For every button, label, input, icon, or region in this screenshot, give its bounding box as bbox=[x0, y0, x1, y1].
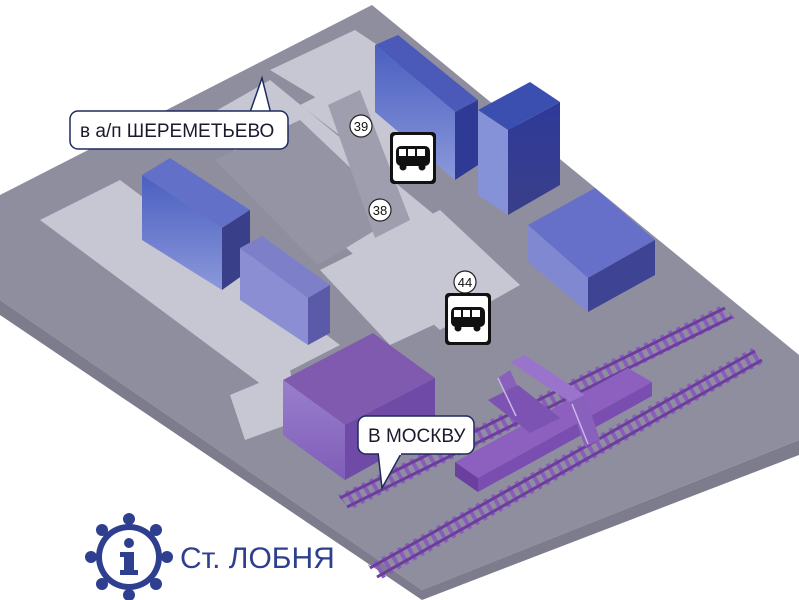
stop-marker-38: 38 bbox=[368, 198, 392, 222]
moscow-direction-label: В МОСКВУ bbox=[368, 426, 466, 447]
stop-marker-44: 44 bbox=[453, 270, 477, 294]
ground-edge bbox=[0, 300, 799, 600]
info-icon bbox=[85, 513, 173, 600]
bus-stop-icon bbox=[390, 132, 436, 184]
lot bbox=[328, 90, 410, 238]
overpass-stairs bbox=[488, 355, 600, 447]
building bbox=[528, 188, 655, 312]
station-name: Ст. ЛОБНЯ bbox=[180, 542, 335, 575]
plaza bbox=[320, 210, 520, 345]
bus-stop-icon bbox=[445, 293, 491, 345]
building bbox=[478, 82, 560, 215]
stop-marker-39: 39 bbox=[349, 114, 373, 138]
stop-number: 44 bbox=[458, 275, 472, 290]
building bbox=[240, 236, 330, 345]
platform bbox=[455, 368, 652, 492]
airport-direction-label: в а/п ШЕРЕМЕТЬЕВО bbox=[80, 121, 274, 142]
callout-moscow: В МОСКВУ bbox=[357, 415, 475, 491]
stop-number: 38 bbox=[373, 203, 387, 218]
road bbox=[230, 370, 300, 440]
callout-airport: в а/п ШЕРЕМЕТЬЕВО bbox=[69, 75, 289, 150]
stop-number: 39 bbox=[354, 119, 368, 134]
road bbox=[270, 30, 400, 100]
road bbox=[40, 180, 340, 385]
lot bbox=[215, 120, 400, 265]
